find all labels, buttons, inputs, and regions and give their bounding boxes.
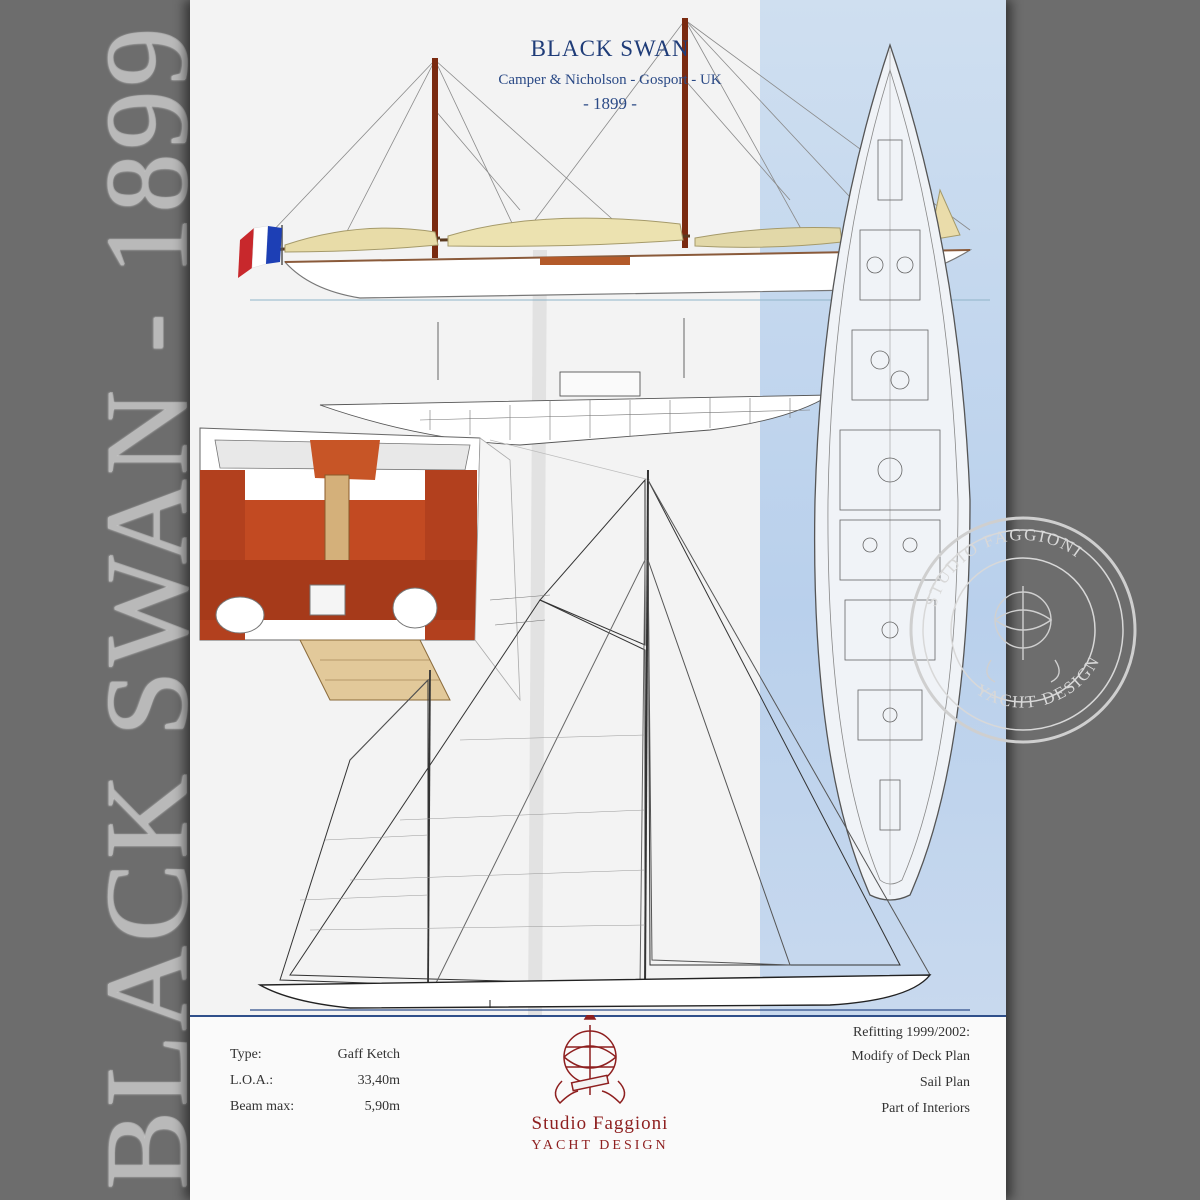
yacht-drawings <box>199 18 990 1015</box>
spec-type-label: Type: <box>230 1047 262 1062</box>
refitting-item: Part of Interiors <box>881 1101 970 1116</box>
french-flag <box>238 225 283 278</box>
poster-title: BLACK SWAN <box>530 36 690 61</box>
interior-profile-drawing <box>319 318 832 481</box>
spec-type-value: Gaff Ketch <box>337 1047 400 1062</box>
spec-loa-label: L.O.A.: <box>230 1073 274 1088</box>
poster-year: - 1899 - <box>583 94 637 113</box>
spec-beam-value: 5,90m <box>364 1099 400 1114</box>
studio-logo <box>554 1015 626 1105</box>
deck-plan-drawing <box>813 42 971 901</box>
spec-loa-value: 33,40m <box>357 1073 400 1088</box>
svg-text:STUDIO FAGGIONI: STUDIO FAGGIONI <box>921 525 1086 609</box>
interior-sketch <box>199 427 521 702</box>
poster-builder: Camper & Nicholson - Gosport - UK <box>498 72 722 88</box>
refitting-item: Sail Plan <box>919 1075 970 1090</box>
sketch-annotations <box>489 594 551 626</box>
sail-plan-drawing <box>250 469 970 1011</box>
spec-beam-label: Beam max: <box>230 1099 295 1114</box>
poster-footer <box>190 1015 1006 1200</box>
faggioni-seal: STUDIO FAGGIONI YACHT DESIGN <box>909 516 1137 744</box>
refitting-item: Modify of Deck Plan <box>851 1049 970 1064</box>
studio-name: Studio Faggioni <box>531 1113 669 1134</box>
poster: BLACK SWAN Camper & Nicholson - Gosport … <box>190 0 1006 1200</box>
footer-divider <box>190 1015 1006 1017</box>
svg-text:YACHT DESIGN: YACHT DESIGN <box>973 652 1104 712</box>
refitting-heading: Refitting 1999/2002: <box>852 1025 970 1040</box>
side-title: BLACK SWAN - 1899 - <box>81 0 212 1190</box>
studio-subtitle: YACHT DESIGN <box>531 1138 669 1153</box>
